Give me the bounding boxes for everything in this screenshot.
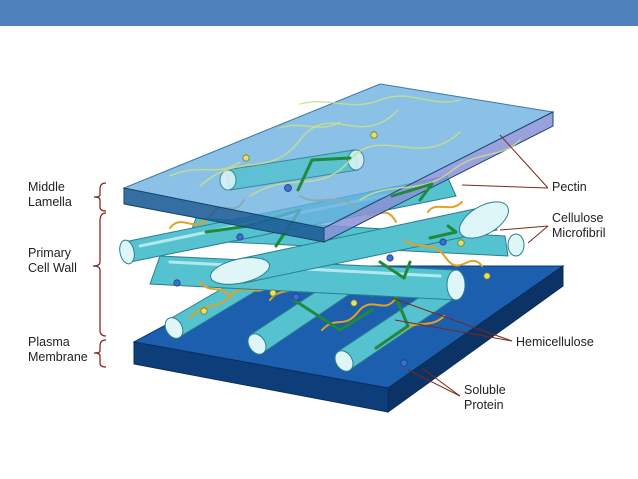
labels: Middle Lamella Primary Cell Wall Plasma … xyxy=(28,180,607,412)
label-primary-cell-wall: Primary Cell Wall xyxy=(28,246,77,275)
brace-primary-cell-wall xyxy=(92,212,107,337)
lamella-hemicellulose xyxy=(296,156,434,202)
header-bar xyxy=(0,0,638,26)
label-soluble-protein: Soluble Protein xyxy=(464,383,509,412)
lower-fibril-3 xyxy=(334,276,465,372)
left-braces xyxy=(92,182,107,368)
lamella-pectin-strands xyxy=(169,95,521,201)
label-middle-lamella: Middle Lamella xyxy=(28,180,72,209)
label-pectin: Pectin xyxy=(552,180,587,194)
brace-plasma-membrane xyxy=(93,339,107,368)
soluble-proteins xyxy=(173,131,491,367)
leader-lines xyxy=(391,134,549,397)
label-cellulose-microfibril: Cellulose Microfibril xyxy=(552,211,607,240)
label-hemicellulose: Hemicellulose xyxy=(516,335,594,349)
brace-middle-lamella xyxy=(93,182,107,212)
middle-fibril-front xyxy=(210,201,509,285)
label-plasma-membrane: Plasma Membrane xyxy=(28,335,88,364)
